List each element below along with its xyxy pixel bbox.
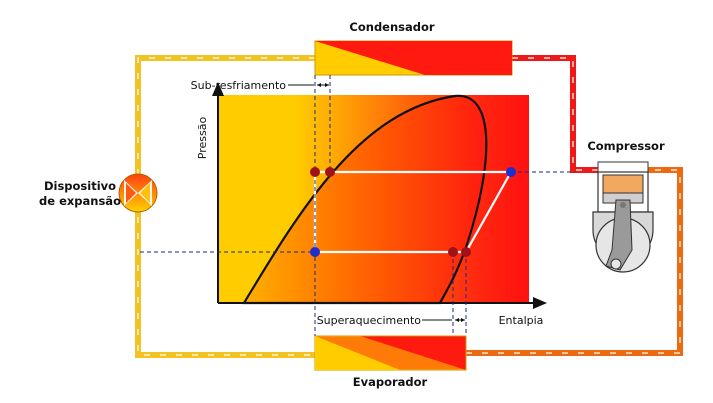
state-point-superheated bbox=[461, 247, 471, 257]
condenser-label: Condensador bbox=[349, 20, 434, 34]
state-point-discharge bbox=[506, 167, 516, 177]
superheating-annotation bbox=[422, 318, 465, 322]
x-axis-arrow bbox=[533, 297, 547, 309]
piston-compressor-icon bbox=[592, 161, 654, 273]
evaporator-label: Evaporador bbox=[353, 375, 428, 389]
state-point-subcooled bbox=[310, 167, 320, 177]
expansion-device-label-line2: de expansão bbox=[39, 194, 121, 208]
condenser-unit bbox=[314, 40, 513, 76]
compressor-label: Compressor bbox=[587, 139, 665, 153]
expansion-device-label-line1: Dispositivo bbox=[44, 179, 116, 193]
subcooling-label: Sub-resfriamento bbox=[191, 79, 287, 92]
y-axis-label: Pressão bbox=[196, 117, 209, 160]
superheating-label: Superaquecimento bbox=[317, 314, 422, 327]
state-point-expansion-outlet bbox=[310, 247, 320, 257]
state-point-saturated-liquid bbox=[325, 167, 335, 177]
ph-diagram bbox=[140, 75, 575, 336]
evaporator-unit bbox=[314, 335, 467, 371]
y-axis-arrow bbox=[212, 82, 224, 96]
x-axis-label: Entalpia bbox=[499, 314, 544, 327]
state-point-saturated-vapor bbox=[448, 247, 458, 257]
guide-lines bbox=[140, 75, 575, 336]
expansion-valve-icon bbox=[118, 173, 158, 213]
subcooling-annotation bbox=[288, 83, 329, 87]
